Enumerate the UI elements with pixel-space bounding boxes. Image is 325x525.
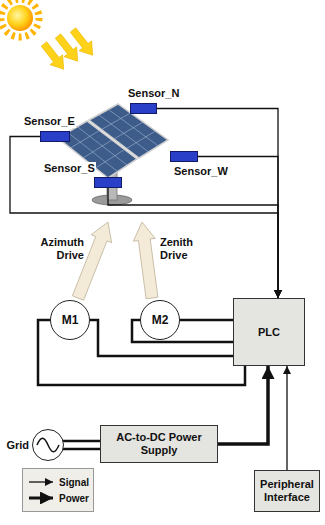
- node-label: AC-to-DC Power Supply: [104, 431, 214, 457]
- legend-arrow: [29, 481, 53, 482]
- connector: [286, 366, 287, 470]
- panel-cell-line: [83, 140, 112, 158]
- sensor-label: Sensor_E: [23, 115, 76, 128]
- node-label: M2: [152, 313, 169, 327]
- connector: [218, 366, 268, 444]
- node-label: PLC: [258, 326, 280, 339]
- drive-label: Azimuth Drive: [24, 236, 84, 262]
- panel-cell-line: [114, 122, 143, 139]
- process-box: PLC: [233, 298, 305, 366]
- panel-cell-line: [102, 113, 131, 130]
- sensor-label: Sensor_W: [173, 165, 229, 178]
- connector: [63, 441, 100, 449]
- sun: [7, 5, 33, 31]
- node-label: M1: [62, 313, 79, 327]
- sensor-block: Sensor_E: [40, 131, 70, 142]
- panel-cell-line: [77, 127, 127, 166]
- connector: [157, 109, 278, 299]
- sensor-label: Sensor_S: [43, 162, 96, 175]
- sensor-block: Sensor_W: [170, 151, 198, 162]
- legend-text: Power: [59, 493, 89, 504]
- sensor-block: Sensor_N: [130, 103, 157, 114]
- sensor-label: Sensor_N: [127, 87, 180, 100]
- light-arrow: [67, 25, 99, 60]
- motor-circle: M1: [50, 300, 90, 340]
- legend-row: Signal: [27, 474, 89, 490]
- grid-source: Grid: [32, 429, 64, 461]
- node-label: Peripheral Interface: [258, 478, 316, 504]
- process-box: AC-to-DC Power Supply: [100, 425, 218, 463]
- legend-sample: [27, 476, 55, 488]
- process-box: Peripheral Interface: [254, 470, 320, 512]
- sine-symbol: [35, 437, 61, 453]
- legend-sample: [27, 492, 55, 504]
- legend-row: Power: [27, 490, 89, 506]
- sine-wave: [37, 438, 59, 452]
- legend-text: Signal: [59, 477, 89, 488]
- connector: [108, 188, 278, 298]
- motor-circle: M2: [140, 300, 180, 340]
- azimuth-drive-arrow: [72, 222, 111, 300]
- drive-label: Zenith Drive: [160, 236, 210, 262]
- sensor-block: Sensor_S: [94, 177, 122, 188]
- legend-arrow: [29, 497, 53, 500]
- grid-label: Grid: [6, 439, 29, 451]
- legend-box: SignalPower: [22, 468, 94, 512]
- sun-rays: [1, 0, 39, 37]
- zenith-drive-arrow: [133, 222, 158, 299]
- connector: [10, 137, 278, 299]
- panel-cell-line: [108, 109, 158, 146]
- solar-panel: [89, 104, 168, 158]
- panel-cell-line: [71, 131, 100, 149]
